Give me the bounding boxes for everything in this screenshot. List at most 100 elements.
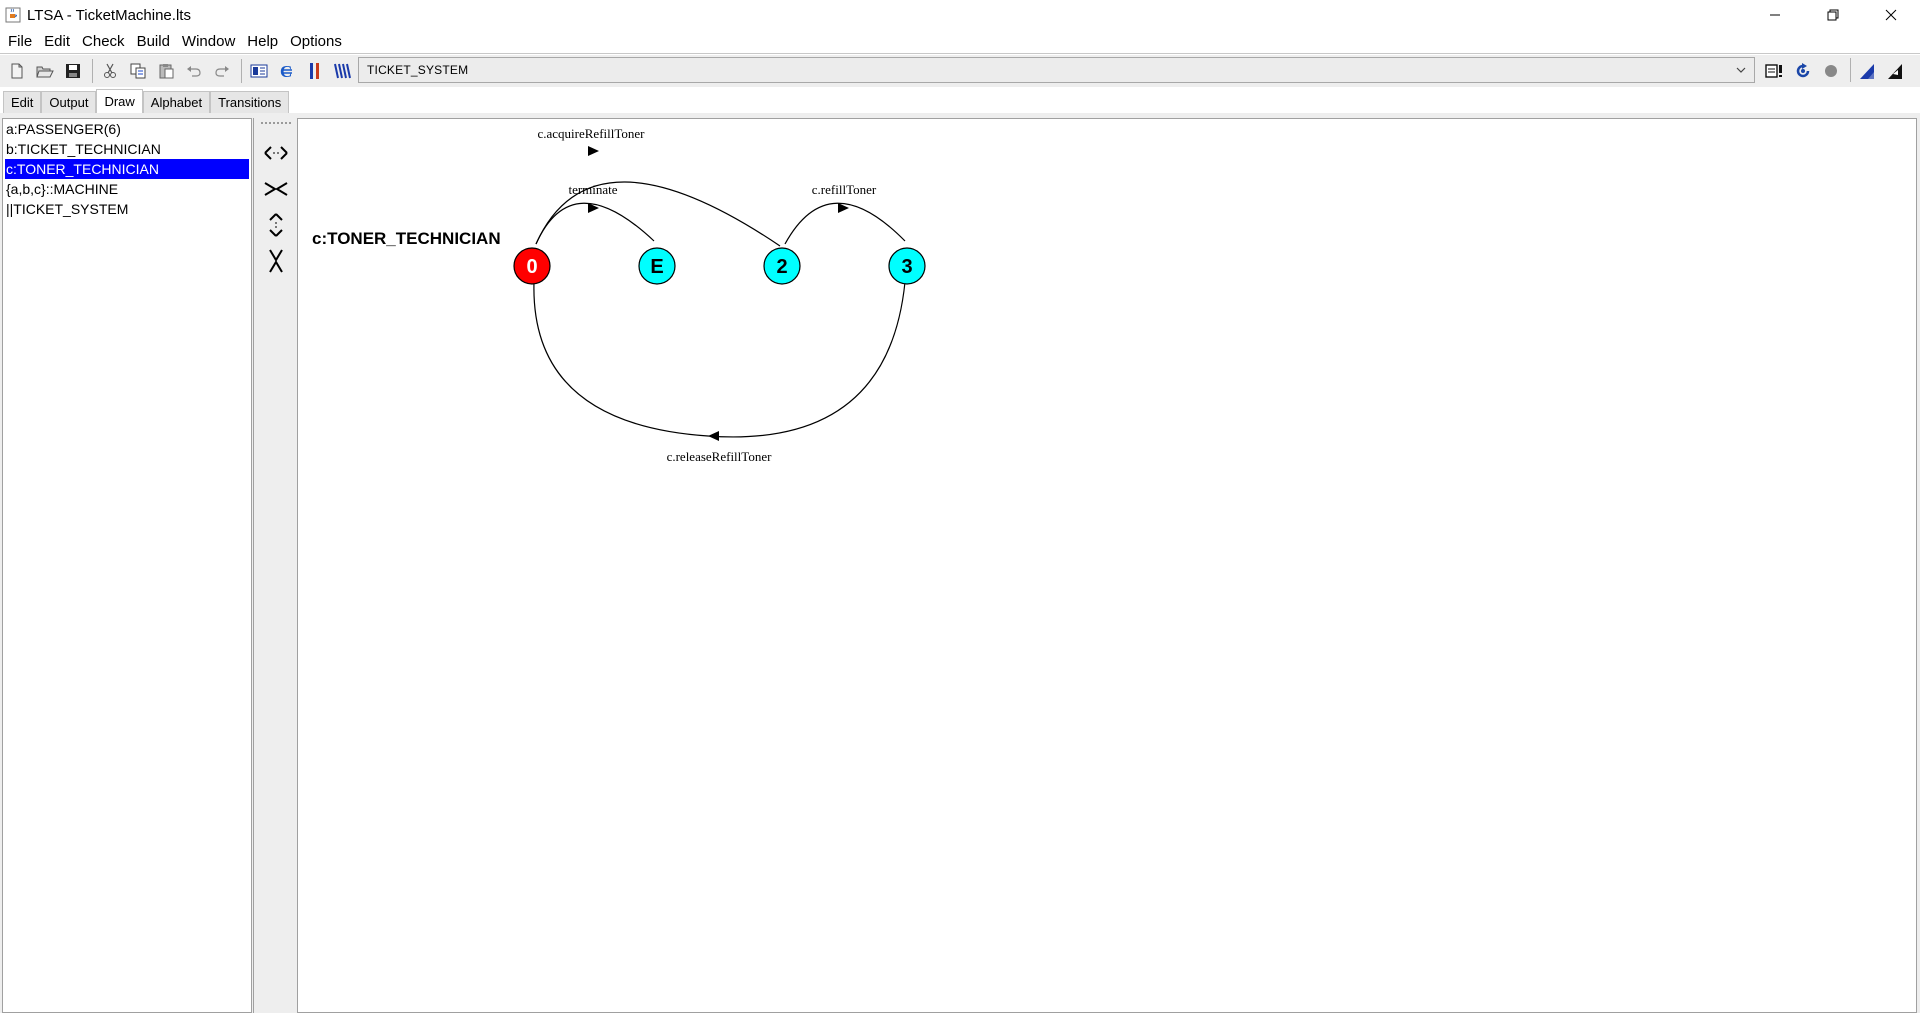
transition-label-refill: c.refillToner: [812, 182, 877, 197]
transition-refill: c.refillToner: [784, 182, 906, 245]
target-select[interactable]: TICKET_SYSTEM: [358, 57, 1755, 83]
process-item-toner-technician[interactable]: c:TONER_TECHNICIAN: [5, 159, 249, 179]
undo-button[interactable]: [181, 58, 207, 84]
draw-panel: a:PASSENGER(6) b:TICKET_TECHNICIAN c:TON…: [0, 113, 1920, 1013]
save-icon: [66, 64, 80, 78]
toolbar-separator: [1850, 58, 1851, 82]
stretch-horizontal-button[interactable]: [261, 138, 291, 168]
state-0[interactable]: 0: [513, 247, 551, 285]
shrink-vertical-button[interactable]: [261, 246, 291, 276]
drawing-canvas[interactable]: c:TONER_TECHNICIAN c.acquireRefillToner …: [297, 118, 1917, 1013]
process-item-ticket-system[interactable]: ||TICKET_SYSTEM: [6, 201, 129, 217]
stretch-horizontal-icon: [264, 146, 288, 160]
stretch-vertical-icon: [269, 213, 283, 237]
cut-icon: [104, 63, 116, 78]
transition-arrowhead: [588, 146, 599, 156]
tab-transitions[interactable]: Transitions: [210, 91, 290, 113]
diagram-process-name: c:TONER_TECHNICIAN: [312, 229, 501, 248]
toolbar-grip[interactable]: [261, 122, 291, 124]
menu-file[interactable]: File: [8, 32, 33, 50]
stop-button[interactable]: [1818, 58, 1844, 84]
open-folder-icon: [36, 66, 54, 78]
close-icon: [1885, 9, 1897, 21]
lts-diagram: c:TONER_TECHNICIAN c.acquireRefillToner …: [312, 126, 926, 464]
shrink-horizontal-icon: [264, 182, 288, 196]
tab-edit[interactable]: Edit: [3, 91, 42, 113]
state-3[interactable]: 3: [888, 247, 926, 285]
menu-bar: File Edit Check Build Window Help Option…: [0, 30, 1920, 54]
compose-button[interactable]: C: [274, 58, 300, 84]
draw-tools: [257, 118, 297, 1013]
process-item-passenger[interactable]: a:PASSENGER(6): [6, 121, 121, 137]
title-bar: LTSA - TicketMachine.lts: [0, 0, 1920, 30]
transition-label-release: c.releaseRefillToner: [667, 449, 773, 464]
menu-window[interactable]: Window: [181, 32, 236, 50]
stop-icon: [1825, 65, 1837, 77]
progress-check-icon: [1796, 63, 1810, 78]
redo-icon: [215, 66, 229, 77]
toolbar-separator: [92, 59, 93, 83]
chevron-down-icon: [1736, 67, 1746, 73]
state-label-3: 3: [901, 256, 912, 278]
alphabet-button[interactable]: [1855, 58, 1881, 84]
split-divider[interactable]: [253, 118, 257, 1013]
svg-text:C: C: [280, 62, 292, 80]
transition-label-terminate: terminate: [568, 182, 617, 197]
animator-icon: [1888, 64, 1902, 79]
restore-button[interactable]: [1804, 0, 1862, 30]
parallel-icon: [310, 63, 319, 79]
state-label-0: 0: [526, 256, 537, 278]
menu-check[interactable]: Check: [82, 32, 125, 50]
toolbar-separator: [241, 59, 242, 83]
stretch-vertical-button[interactable]: [261, 210, 291, 240]
minimise-icon: [334, 63, 351, 79]
redo-button[interactable]: [209, 58, 235, 84]
menu-help[interactable]: Help: [247, 32, 279, 50]
state-label-e: E: [650, 256, 663, 278]
new-file-button[interactable]: [4, 58, 30, 84]
transition-arrowhead: [838, 203, 849, 213]
process-item-ticket-technician[interactable]: b:TICKET_TECHNICIAN: [6, 141, 161, 157]
menu-options[interactable]: Options: [290, 32, 342, 50]
open-file-button[interactable]: [32, 58, 58, 84]
tab-draw[interactable]: Draw: [96, 89, 143, 113]
process-list: a:PASSENGER(6) b:TICKET_TECHNICIAN c:TON…: [2, 118, 252, 1013]
compile-button[interactable]: [246, 58, 272, 84]
window-title: LTSA - TicketMachine.lts: [27, 6, 191, 24]
transition-arrowhead: [588, 203, 599, 213]
tab-alphabet[interactable]: Alphabet: [142, 91, 211, 113]
minimise-button[interactable]: [330, 58, 356, 84]
close-button[interactable]: [1862, 0, 1920, 30]
alphabet-icon: [1860, 64, 1874, 79]
compile-icon: [250, 64, 268, 78]
menu-edit[interactable]: Edit: [44, 32, 71, 50]
parallel-button[interactable]: [302, 58, 328, 84]
progress-check-button[interactable]: [1790, 58, 1816, 84]
shrink-horizontal-button[interactable]: [261, 174, 291, 204]
minimize-icon: [1770, 14, 1780, 16]
copy-icon: [130, 63, 146, 79]
shrink-vertical-icon: [269, 249, 283, 273]
paste-icon: [159, 64, 174, 79]
transition-label-acquire: c.acquireRefillToner: [537, 126, 645, 141]
save-button[interactable]: [60, 58, 86, 84]
tab-output[interactable]: Output: [41, 91, 97, 113]
cut-button[interactable]: [97, 58, 123, 84]
menu-build[interactable]: Build: [136, 32, 170, 50]
restore-icon: [1827, 9, 1839, 21]
state-label-2: 2: [776, 256, 787, 278]
transition-terminate: terminate: [535, 182, 655, 245]
copy-button[interactable]: [125, 58, 151, 84]
new-file-icon: [11, 63, 23, 79]
state-2[interactable]: 2: [763, 247, 801, 285]
animator-button[interactable]: [1883, 58, 1909, 84]
transition-release: c.releaseRefillToner: [533, 281, 906, 464]
target-select-value: TICKET_SYSTEM: [367, 63, 469, 77]
paste-button[interactable]: [153, 58, 179, 84]
safety-check-button[interactable]: [1762, 58, 1788, 84]
process-item-machine[interactable]: {a,b,c}::MACHINE: [6, 181, 119, 197]
state-e[interactable]: E: [638, 247, 676, 285]
minimize-button[interactable]: [1746, 0, 1804, 30]
compose-icon: C: [280, 62, 292, 80]
toolbar: C TICKET_SYSTEM: [0, 55, 1920, 87]
